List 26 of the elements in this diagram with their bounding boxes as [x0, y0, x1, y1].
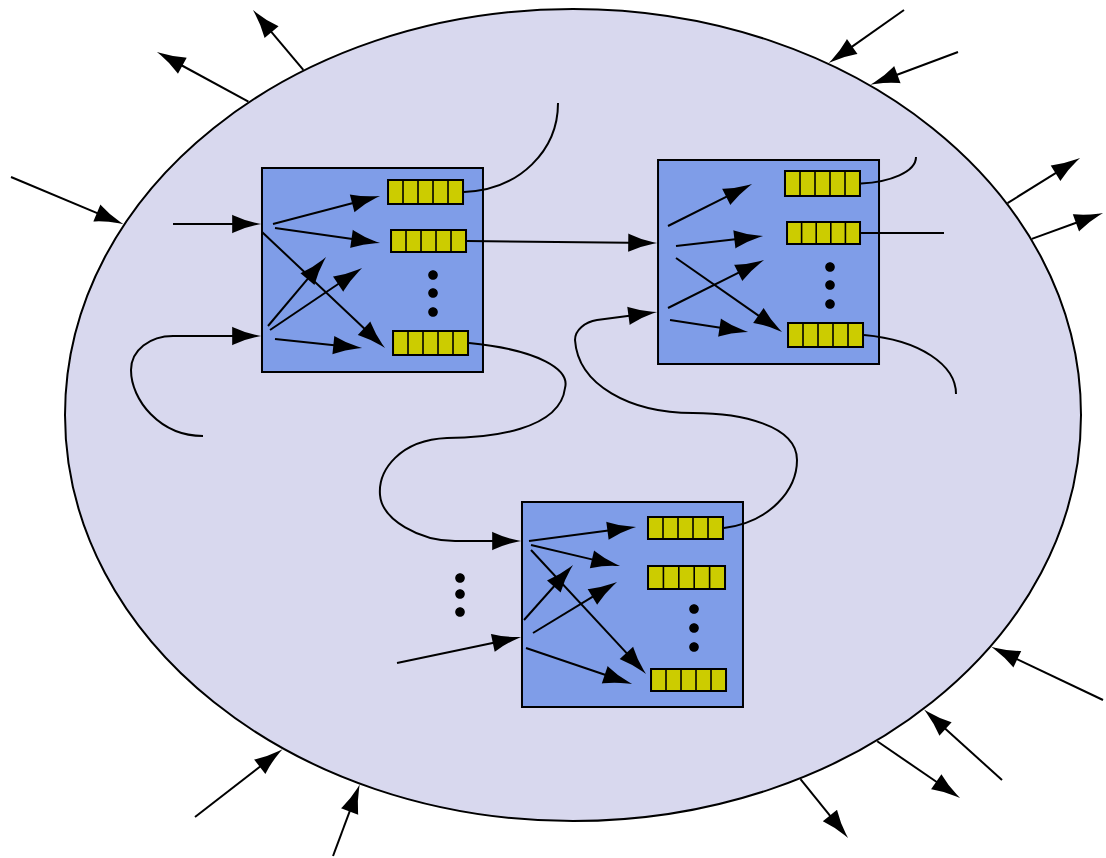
arrow: [130, 327, 258, 437]
arrow: [160, 53, 250, 103]
queue: [786, 221, 861, 245]
arrow: [574, 307, 798, 529]
arrow: [194, 751, 280, 818]
arrow: [396, 634, 518, 664]
arrow: [994, 647, 1104, 701]
arrow: [379, 342, 567, 550]
queue: [387, 179, 465, 205]
queue: [392, 330, 470, 356]
arrow: [1006, 159, 1077, 205]
arrow: [799, 778, 846, 836]
arrow: [876, 740, 958, 797]
queue: [787, 322, 865, 348]
queue: [647, 516, 724, 540]
arrow: [466, 234, 654, 252]
queue: [784, 170, 861, 197]
queue: [650, 668, 727, 692]
queue: [390, 229, 468, 253]
queue: [647, 565, 727, 590]
arrow: [873, 51, 959, 85]
arrow: [1030, 213, 1100, 240]
arrow: [172, 215, 258, 233]
arrow: [255, 12, 305, 71]
arrow: [831, 9, 905, 62]
arrow: [926, 711, 1003, 781]
